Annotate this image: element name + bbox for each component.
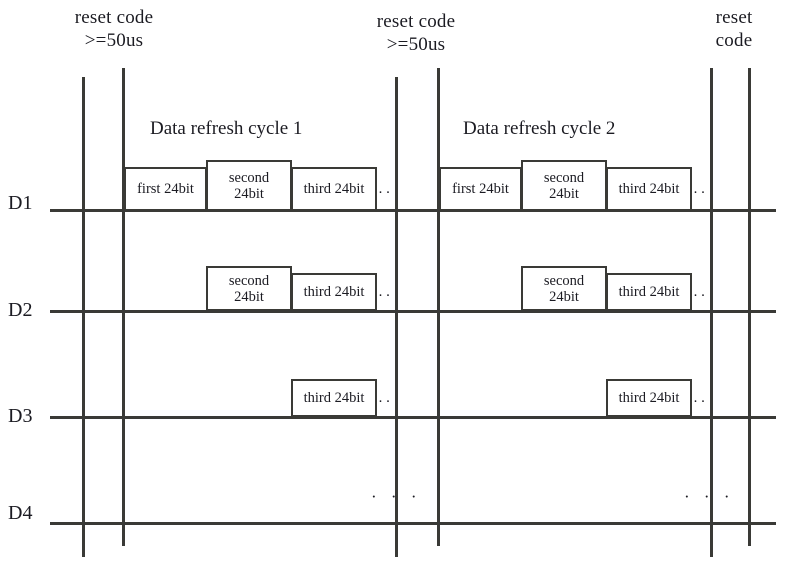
- ellipsis-d3-c1: ··: [378, 394, 393, 410]
- ellipsis-d2-c1: ··: [378, 288, 393, 304]
- ellipsis-d4-c1: · · ·: [371, 487, 422, 506]
- reset-code-label-left: reset code >=50us: [74, 7, 154, 51]
- reset-boundary-line-3a: [710, 68, 713, 557]
- reset-boundary-line-2a: [395, 77, 398, 557]
- reset-boundary-line-1a: [82, 77, 85, 557]
- packet-d2-c2-third: third 24bit: [606, 273, 692, 311]
- packet-d2-c1-third: third 24bit: [291, 273, 377, 311]
- packet-d3-c2-third: third 24bit: [606, 379, 692, 417]
- packet-d2-c2-second: second 24bit: [521, 266, 607, 311]
- channel-label-d2: D2: [8, 299, 33, 321]
- packet-d3-c1-third: third 24bit: [291, 379, 377, 417]
- reset-code-label-right: reset code: [715, 7, 753, 51]
- reset-boundary-line-3b: [748, 68, 751, 546]
- ellipsis-d2-c2: ··: [693, 288, 708, 304]
- packet-d1-c2-third: third 24bit: [606, 167, 692, 211]
- channel-baseline-d4: [50, 522, 776, 525]
- ellipsis-d1-c1: ··: [378, 185, 393, 201]
- packet-d2-c1-second: second 24bit: [206, 266, 292, 311]
- packet-d1-c2-second: second 24bit: [521, 160, 607, 211]
- ellipsis-d3-c2: ··: [693, 394, 708, 410]
- reset-boundary-line-1b: [122, 68, 125, 546]
- channel-baseline-d3: [50, 416, 776, 419]
- channel-baseline-d1: [50, 209, 776, 212]
- reset-boundary-line-2b: [437, 68, 440, 546]
- ellipsis-d1-c2: ··: [693, 185, 708, 201]
- packet-d1-c1-first: first 24bit: [124, 167, 207, 211]
- channel-label-d4: D4: [8, 502, 33, 524]
- packet-d1-c1-second: second 24bit: [206, 160, 292, 211]
- channel-label-d3: D3: [8, 405, 33, 427]
- packet-d1-c2-first: first 24bit: [439, 167, 522, 211]
- channel-baseline-d2: [50, 310, 776, 313]
- cycle-2-label: Data refresh cycle 2: [463, 118, 616, 139]
- cycle-1-label: Data refresh cycle 1: [150, 118, 303, 139]
- ellipsis-d4-c2: · · ·: [684, 487, 735, 506]
- packet-d1-c1-third: third 24bit: [291, 167, 377, 211]
- reset-code-label-middle: reset code >=50us: [376, 11, 456, 55]
- channel-label-d1: D1: [8, 192, 33, 214]
